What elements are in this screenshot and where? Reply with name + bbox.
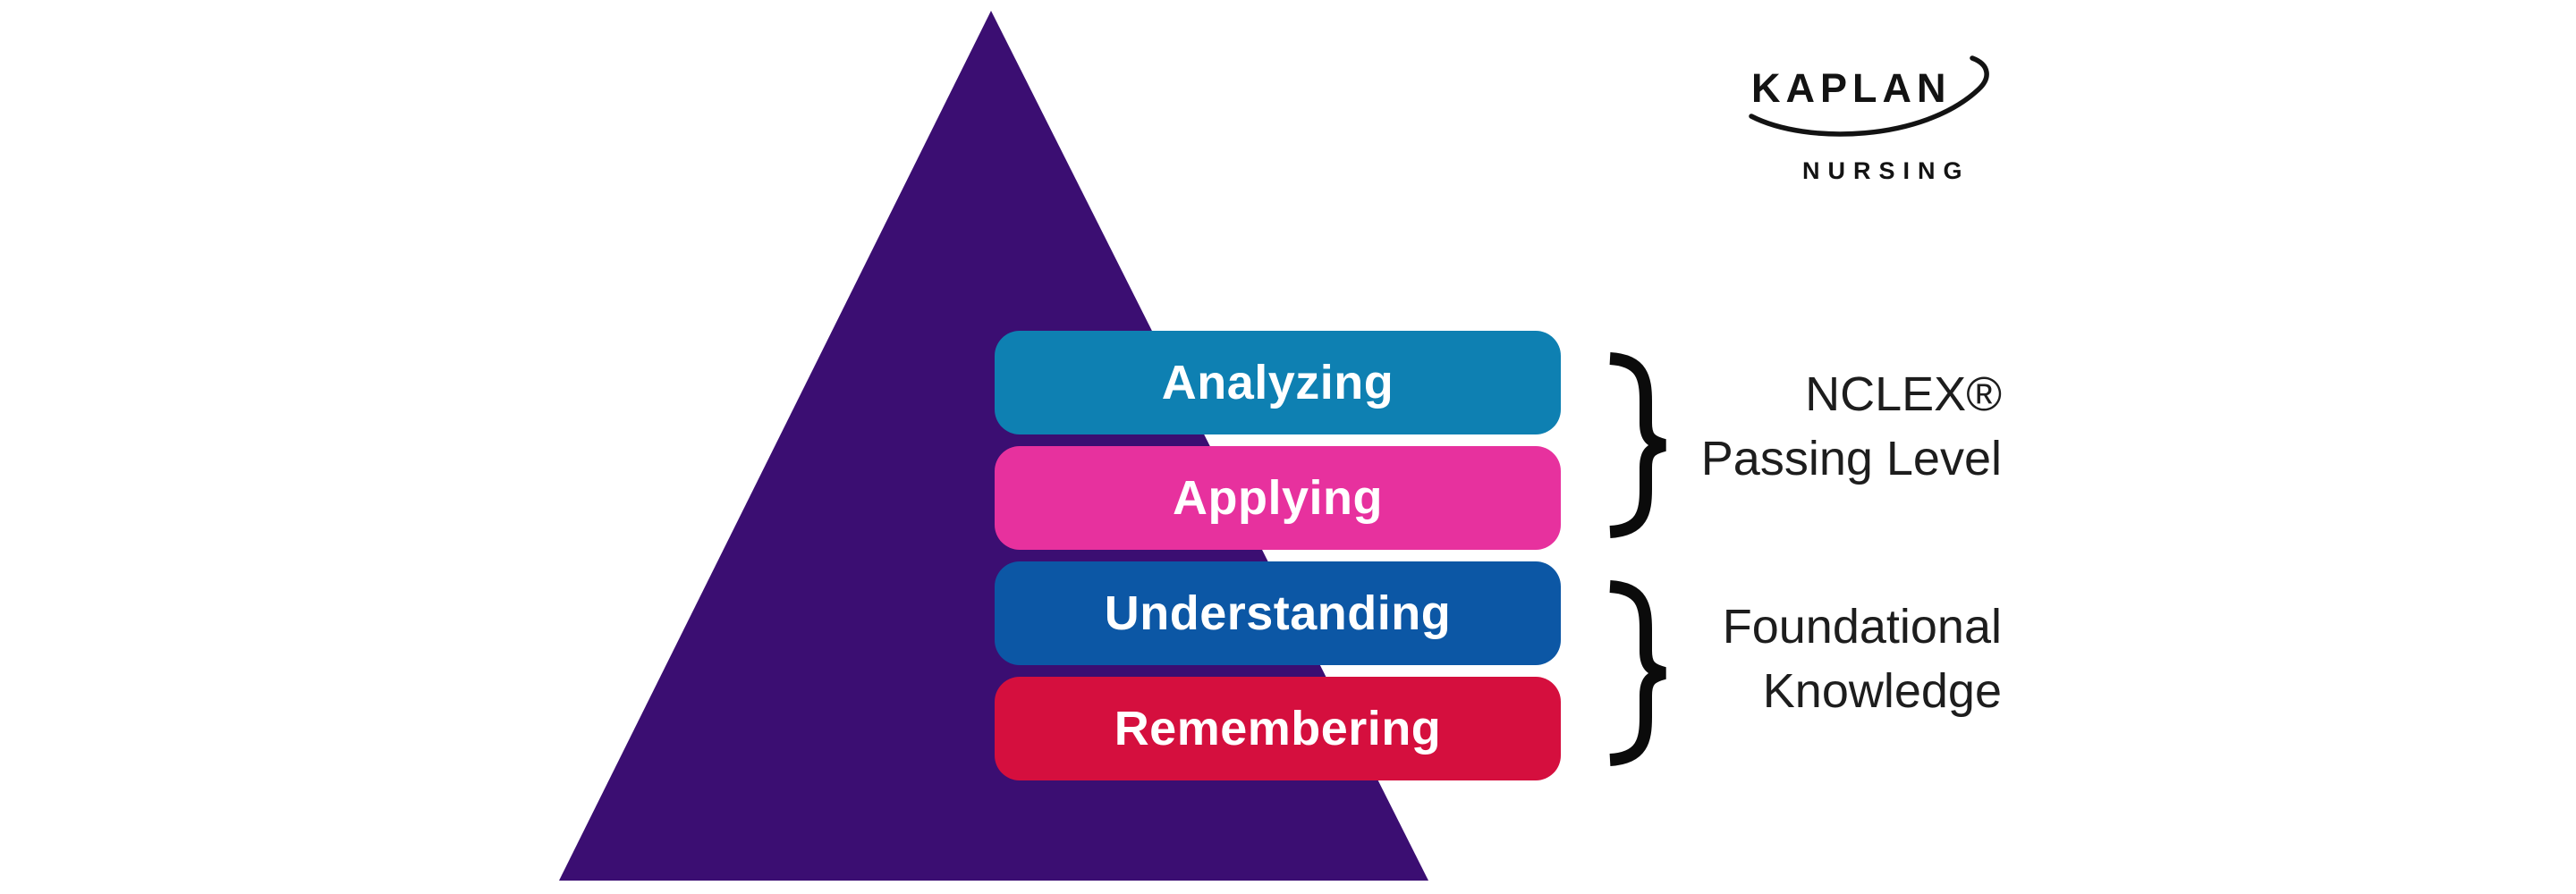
annotation-line-2: Passing Level xyxy=(1700,432,2002,485)
annotation-line-1: Foundational xyxy=(1722,600,2002,654)
nclex-passing-level-label: NCLEX® Passing Level xyxy=(1701,362,2002,491)
kaplan-nursing-logo: KAPLAN NURSING xyxy=(1744,52,2012,186)
level-applying: Applying xyxy=(995,446,1561,550)
level-analyzing: Analyzing xyxy=(995,331,1561,434)
logo-swoosh-icon xyxy=(1749,55,1989,137)
foundational-knowledge-label: Foundational Knowledge xyxy=(1723,595,2002,723)
level-understanding-label: Understanding xyxy=(1104,586,1452,640)
level-understanding: Understanding xyxy=(995,561,1561,665)
level-remembering-label: Remembering xyxy=(1114,702,1442,755)
annotation-line-1: NCLEX® xyxy=(1805,367,2002,421)
brace-icon-foundational xyxy=(1609,580,1666,766)
level-applying-label: Applying xyxy=(1173,471,1383,525)
brace-icon-nclex xyxy=(1609,352,1666,538)
logo-brand-text: KAPLAN xyxy=(1751,65,1952,111)
level-remembering: Remembering xyxy=(995,677,1561,780)
annotation-line-2: Knowledge xyxy=(1762,664,2002,718)
level-analyzing-label: Analyzing xyxy=(1161,356,1394,409)
logo-division-text: NURSING xyxy=(1802,157,1970,184)
